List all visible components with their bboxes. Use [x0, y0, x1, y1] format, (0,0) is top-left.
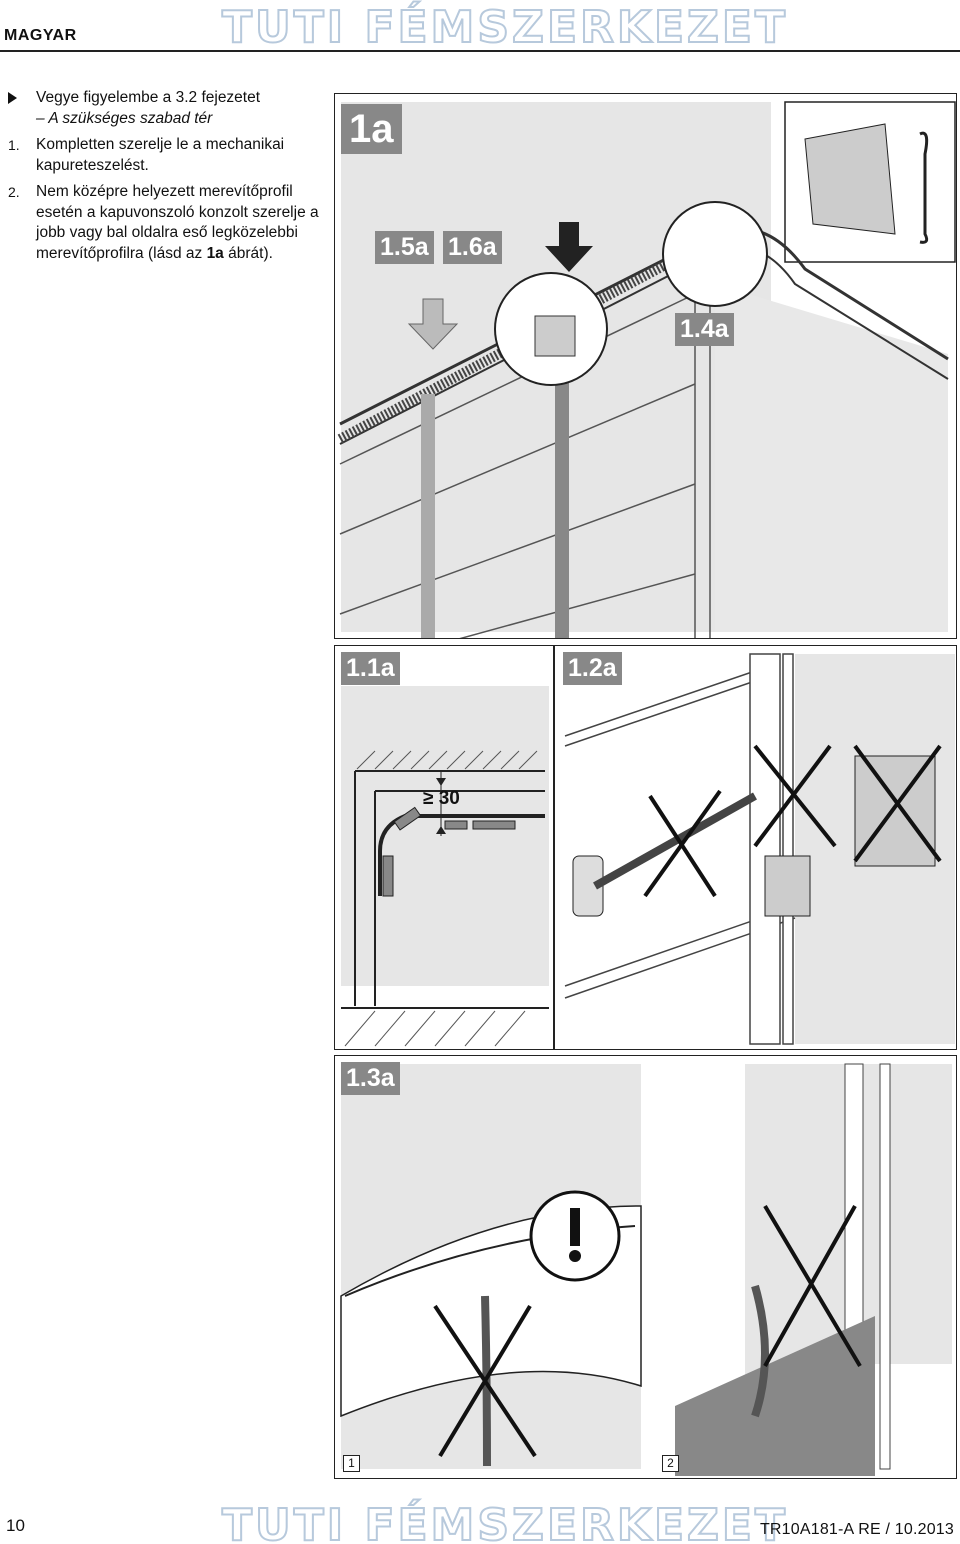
lock-removal-drawing	[561, 653, 955, 1045]
step-number: 2.	[8, 184, 20, 200]
figure-label: 1.2a	[563, 652, 622, 685]
language-label: MAGYAR	[4, 27, 77, 44]
step-1: 1. Kompletten szerelje le a mechanikai k…	[8, 135, 328, 176]
door-installation-drawing	[337, 101, 956, 638]
intro-line: Vegye figyelembe a 3.2 fejezetet	[36, 89, 261, 106]
figure-1-3a: 1.3a 1 2	[334, 1055, 957, 1479]
intro-row: Vegye figyelembe a 3.2 fejezetet – A szü…	[8, 88, 328, 129]
detail-label-1-4a: 1.4a	[675, 313, 734, 346]
warning-drawing	[340, 1063, 952, 1476]
intro-reference: – A szükséges szabad tér	[36, 109, 213, 127]
page-number: 10	[6, 1516, 25, 1535]
clearance-dimension: ≥ 30	[423, 788, 460, 809]
figure-1-1a: 1.1a ≥ 30	[334, 645, 554, 1050]
step-2: 2. Nem középre helyezett merevítőprofil …	[8, 182, 328, 264]
step-text: Kompletten szerelje le a mechanikai kapu…	[36, 136, 285, 174]
arrow-bullet-icon	[8, 92, 17, 104]
figure-1a: 1a 1.5a 1.6a 1.4a	[334, 93, 957, 639]
panel-number: 1	[343, 1455, 360, 1472]
watermark-logo: TUTI FÉMSZERKEZET	[221, 1499, 789, 1544]
instruction-text: Vegye figyelembe a 3.2 fejezetet – A szü…	[8, 88, 328, 264]
watermark-logo: TUTI FÉMSZERKEZET	[221, 1, 789, 54]
document-code: TR10A181-A RE / 10.2013	[759, 1521, 954, 1538]
figure-1-2a: 1.2a	[554, 645, 957, 1050]
figure-reference: 1a	[206, 244, 224, 262]
step-number: 1.	[8, 137, 20, 153]
figure-label: 1.1a	[341, 652, 400, 685]
figure-label: 1.3a	[341, 1062, 400, 1095]
figure-label: 1a	[341, 104, 402, 154]
step-text: Nem középre helyezett merevítőprofil ese…	[36, 183, 319, 262]
header-rule	[0, 50, 960, 52]
detail-label-1-5a: 1.5a	[375, 231, 434, 264]
clearance-drawing	[341, 686, 549, 1047]
panel-number: 2	[662, 1455, 679, 1472]
detail-label-1-6a: 1.6a	[443, 231, 502, 264]
